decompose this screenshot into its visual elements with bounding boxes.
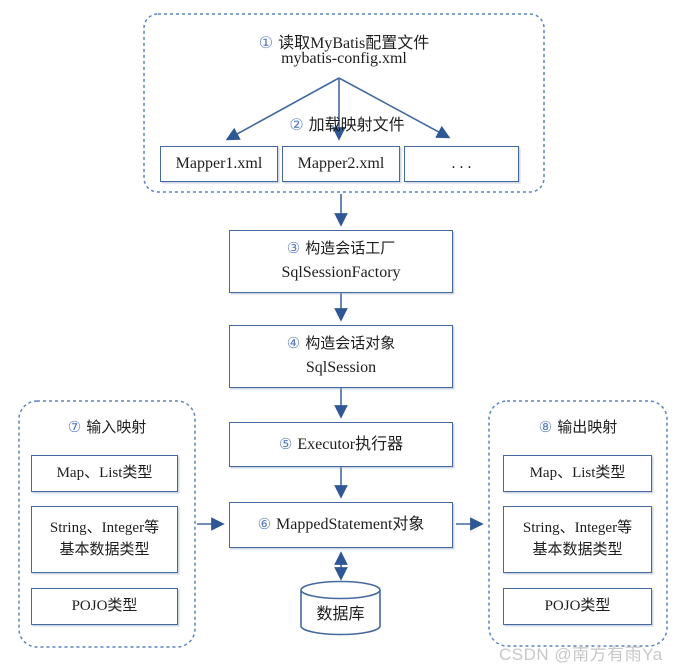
arrow-config-to-mapper1 [225,77,340,141]
output-map-list-label: Map、List类型 [529,464,626,481]
mapper2-box: Mapper2.xml [282,146,400,182]
watermark-text: CSDN @南方有雨Ya [499,645,663,664]
output-pojo-box: POJO类型 [503,588,652,625]
input-basic-types-box: String、Integer等 基本数据类型 [31,506,178,573]
step1-text: 读取MyBatis配置文件 [278,35,430,52]
output-basic-types-box: String、Integer等 基本数据类型 [503,506,652,573]
mapper2-label: Mapper2.xml [297,155,385,173]
input-pojo-box: POJO类型 [31,588,178,625]
config-section-border [143,13,545,193]
session-factory-classname: SqlSessionFactory [281,263,401,281]
mapper-ellipsis-label: . . . [451,155,472,173]
output-map-list-box: Map、List类型 [503,455,652,492]
output-pojo-label: POJO类型 [544,597,611,614]
step2-text: 加载映射文件 [308,117,405,134]
mapper1-box: Mapper1.xml [160,146,278,182]
arrow-config-to-mapper-more [338,77,451,139]
input-pojo-label: POJO类型 [71,597,138,614]
input-map-list-box: Map、List类型 [31,455,178,492]
input-panel-border [18,400,196,648]
mapper1-label: Mapper1.xml [175,155,263,173]
database-label: 数据库 [316,606,365,623]
sql-session-classname: SqlSession [305,358,377,376]
config-file-label: mybatis-config.xml [281,50,407,67]
step1-number: ① [258,35,274,52]
step2-number: ② [289,117,304,134]
input-map-list-label: Map、List类型 [56,464,153,481]
mapper-ellipsis-box: . . . [404,146,519,182]
database-cylinder [300,580,381,636]
